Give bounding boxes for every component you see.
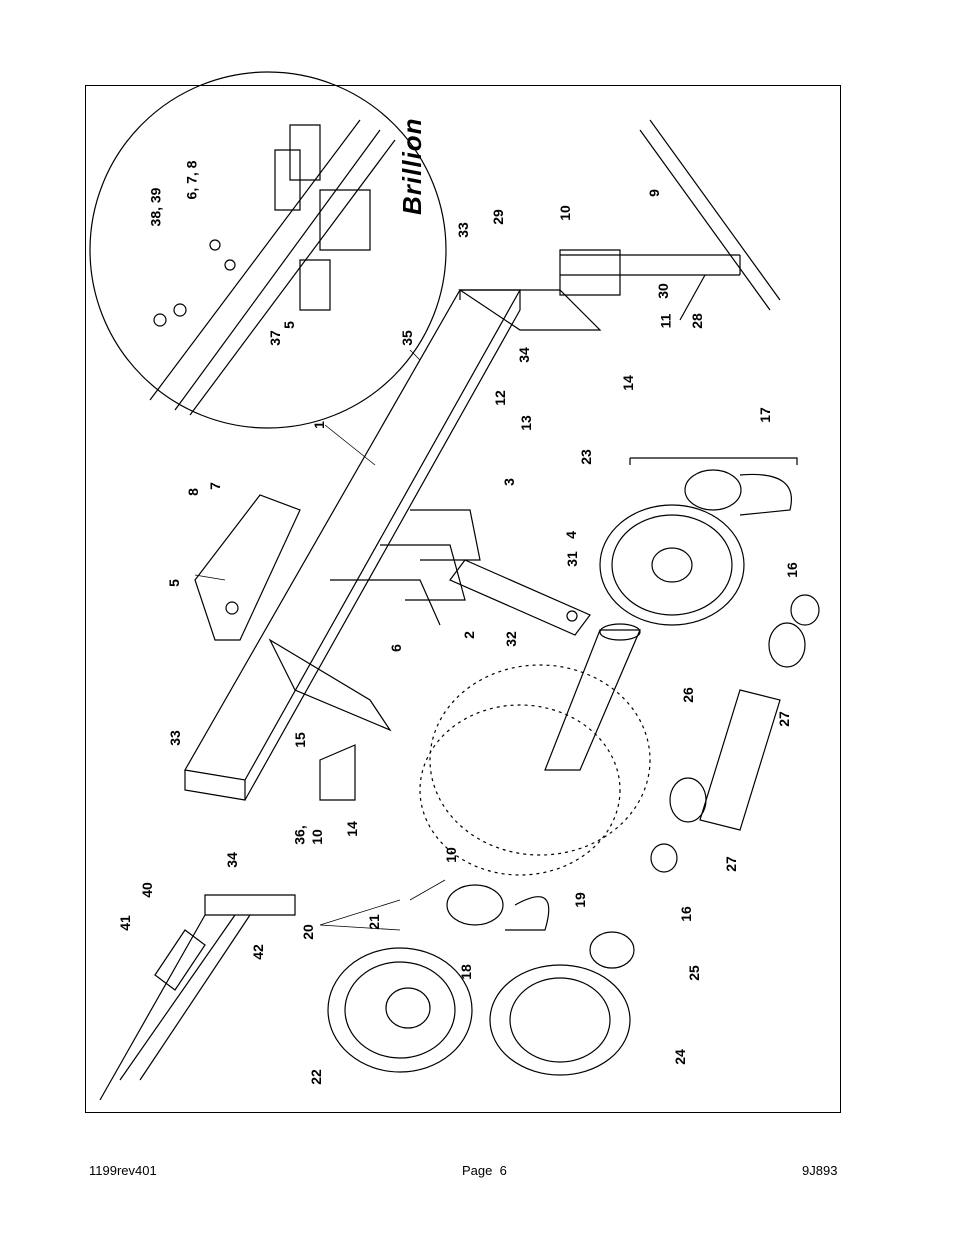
callout-7: 7 — [206, 482, 223, 490]
packer-wheel-23 — [599, 504, 745, 626]
callout-3: 3 — [500, 478, 517, 486]
callout-41: 41 — [116, 915, 133, 931]
callout-6: 6 — [387, 644, 404, 652]
callout-36: 36, — [291, 825, 308, 845]
callout-21: 21 — [365, 914, 382, 930]
callout-12: 12 — [491, 390, 508, 406]
callout-10-lower: 10 — [442, 847, 459, 863]
callout-5: 5 — [165, 579, 182, 587]
callout-16: 16 — [783, 562, 800, 578]
callout-23: 23 — [577, 449, 594, 465]
callout-2: 2 — [460, 631, 477, 639]
callout-26: 26 — [679, 687, 696, 703]
callout-33-lower: 33 — [166, 730, 183, 746]
main-frame-beam — [184, 289, 522, 781]
callout-15: 15 — [291, 732, 308, 748]
callout-9: 9 — [645, 189, 662, 197]
callout-14: 14 — [619, 375, 636, 391]
diagram-frame — [85, 85, 841, 1113]
callout-40: 40 — [138, 882, 155, 898]
callout-25: 25 — [685, 965, 702, 981]
spike-wheel-24 — [489, 964, 631, 1076]
callout-18: 18 — [457, 964, 474, 980]
callout-22: 22 — [307, 1069, 324, 1085]
hitch-arm — [194, 494, 301, 641]
shaft-26 — [544, 629, 641, 771]
footer-page-number: Page 6 — [462, 1163, 507, 1178]
callout-35: 35 — [398, 330, 415, 346]
brillion-logo: Brillion — [397, 117, 427, 215]
callout-11: 11 — [657, 313, 674, 329]
arm-2 — [449, 559, 591, 636]
callout-42: 42 — [249, 944, 266, 960]
callout-16-lower: 16 — [677, 906, 694, 922]
callout-36-10: 10 — [308, 829, 325, 845]
detail-circle — [89, 71, 447, 429]
callout-20: 20 — [299, 924, 316, 940]
callout-17: 17 — [756, 407, 773, 423]
footer-part-number: 9J893 — [802, 1163, 838, 1178]
callout-34: 34 — [515, 347, 532, 363]
mount-plate — [458, 289, 602, 331]
callout-27-lower: 27 — [722, 856, 739, 872]
callout-32: 32 — [502, 631, 519, 647]
callout-37: 37 — [266, 330, 283, 346]
callout-34-lower: 34 — [223, 852, 240, 868]
tool-bar — [560, 254, 741, 276]
detail-beam — [149, 119, 396, 416]
callout-5-detail: 5 — [280, 321, 297, 329]
callout-31: 31 — [563, 551, 580, 567]
spacer-tube — [699, 689, 781, 831]
callout-14-lower: 14 — [343, 821, 360, 837]
callout-33: 33 — [454, 222, 471, 238]
callout-8: 8 — [184, 488, 201, 496]
callout-19: 19 — [571, 892, 588, 908]
callout-27: 27 — [775, 711, 792, 727]
callout-4: 4 — [562, 531, 579, 539]
packer-wheel-22 — [327, 947, 473, 1073]
callout-30: 30 — [654, 283, 671, 299]
callout-28: 28 — [688, 313, 705, 329]
footer-revision: 1199rev401 — [89, 1163, 157, 1178]
callout-29: 29 — [489, 209, 506, 225]
callout-24: 24 — [671, 1049, 688, 1065]
callout-6-7-8: 6, 7, 8 — [183, 160, 200, 200]
callout-13: 13 — [517, 415, 534, 431]
callout-38-39: 38, 39 — [147, 187, 164, 227]
callout-10: 10 — [556, 205, 573, 221]
callout-1: 1 — [310, 421, 327, 429]
